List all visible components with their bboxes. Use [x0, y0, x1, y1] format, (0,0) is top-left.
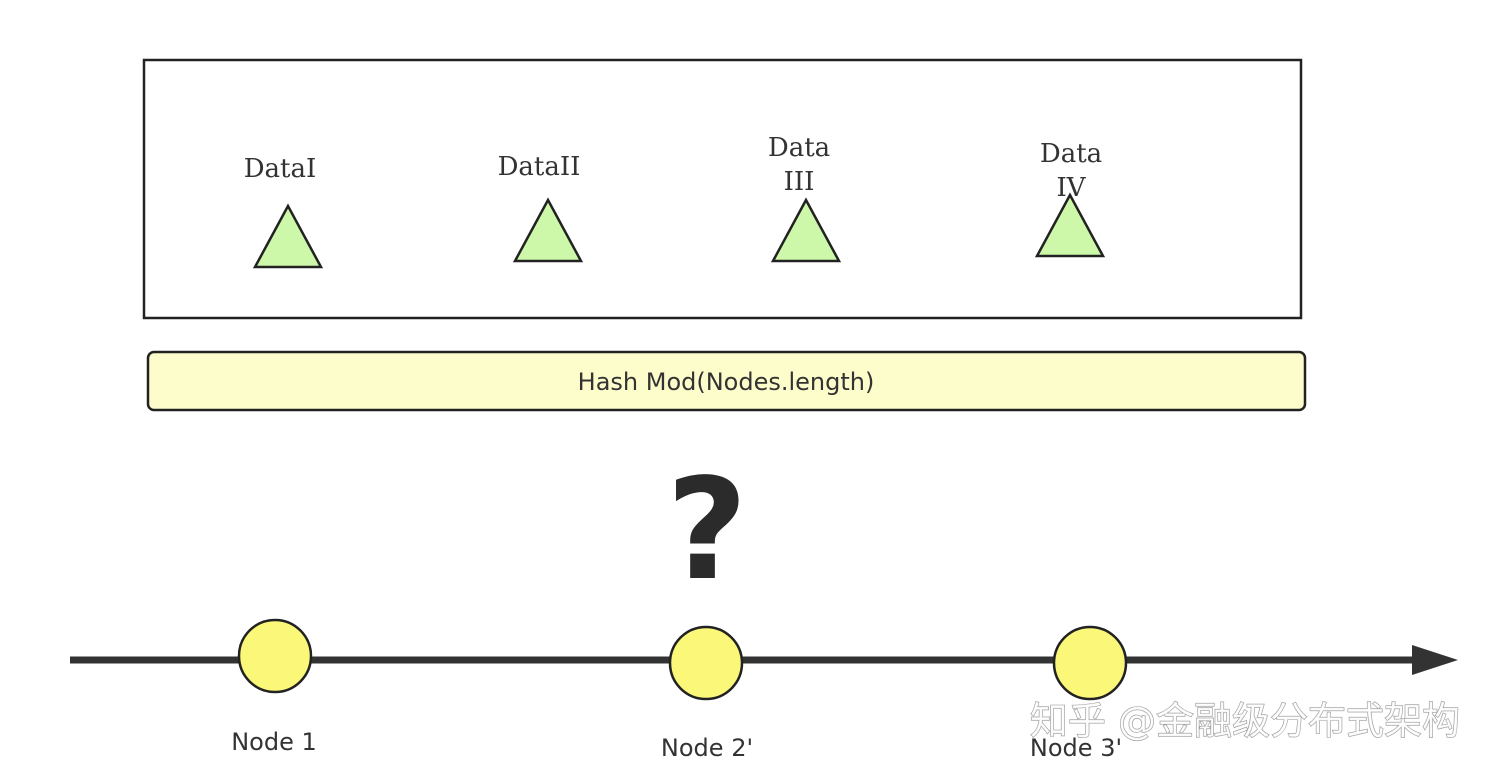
data-item-2: DataII — [498, 152, 584, 263]
data-item-label: Data — [768, 133, 830, 163]
triangle-icon — [512, 197, 584, 263]
node-label: Node 2' — [661, 734, 753, 762]
hash-box: Hash Mod(Nodes.length) — [146, 350, 1307, 412]
data-item-3: Data III — [768, 133, 842, 263]
data-item-label: DataI — [244, 154, 317, 184]
node-label: Node 1 — [231, 728, 317, 756]
node-3: Node 3' — [1030, 625, 1128, 762]
hash-box-label: Hash Mod(Nodes.length) — [578, 368, 875, 396]
node-1: Node 1 — [231, 618, 317, 756]
node-2: Node 2' — [661, 625, 753, 762]
node-circle-icon — [668, 625, 744, 701]
triangle-icon — [1034, 192, 1106, 258]
arrow-head-icon — [1412, 645, 1458, 675]
data-item-label: DataII — [498, 152, 581, 182]
triangle-icon — [252, 203, 324, 269]
node-circle-icon — [1052, 625, 1128, 701]
hash-box-rect — [146, 350, 1307, 412]
question-mark: ? — [666, 449, 747, 612]
node-label: Node 3' — [1030, 734, 1122, 762]
data-item-label: III — [784, 167, 815, 197]
triangle-icon — [770, 197, 842, 263]
data-item-label: Data — [1040, 139, 1102, 169]
watermark: 知乎 @金融级分布式架构 — [1030, 699, 1460, 743]
data-item-1: DataI — [244, 154, 324, 269]
node-circle-icon — [237, 618, 313, 694]
data-item-4: Data IV — [1034, 139, 1106, 258]
data-container-box — [142, 58, 1303, 320]
